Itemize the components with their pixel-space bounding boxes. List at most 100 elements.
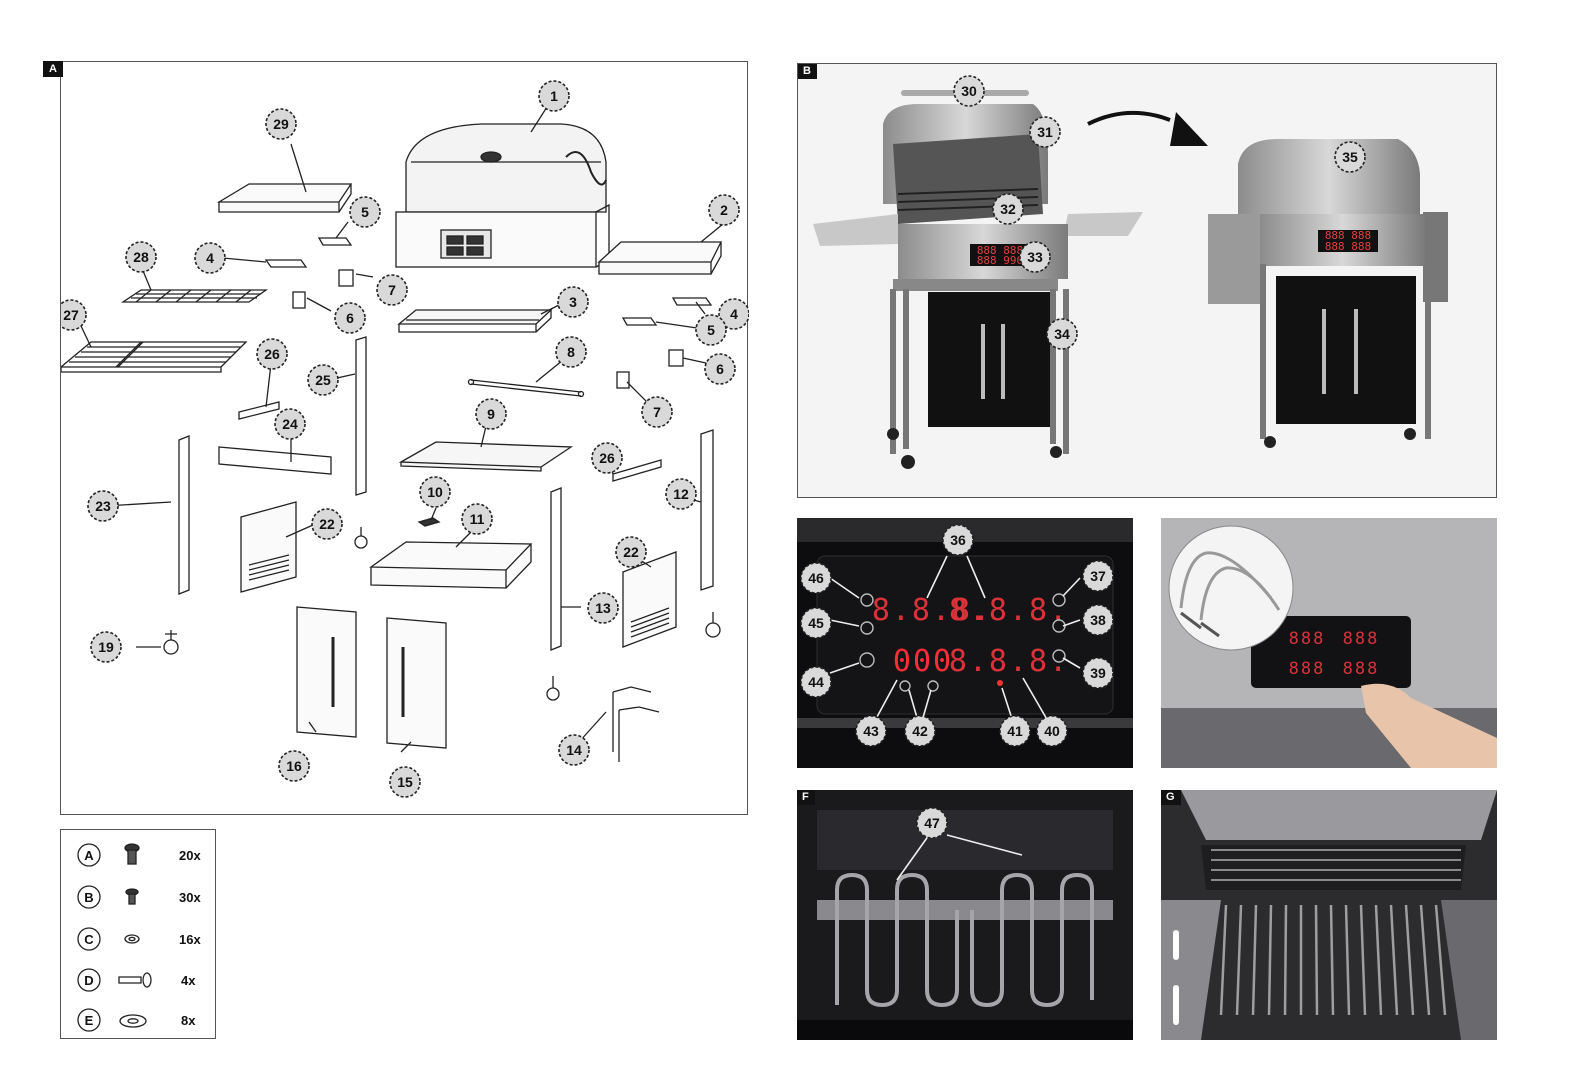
display-b-top: 888 888 <box>977 244 1023 257</box>
callout-25: 25 <box>315 372 331 388</box>
callout-15: 15 <box>397 774 413 790</box>
bolt-icon <box>118 972 152 988</box>
panel-c: C 8.8.8. 8.8.8. 000 8.8.8. 36 <box>797 518 1133 768</box>
part-drawer <box>369 541 533 589</box>
callout-19: 19 <box>98 639 114 655</box>
panel-b-tag: B <box>798 64 817 79</box>
callouts-a <box>61 80 749 798</box>
callout-29: 29 <box>273 116 289 132</box>
callout-42: 42 <box>912 723 928 739</box>
part-caster-c <box>546 676 560 701</box>
curved-arrow-icon <box>1087 110 1171 126</box>
callout-8: 8 <box>567 344 575 360</box>
panel-f: F 47 <box>797 790 1133 1040</box>
callout-27: 27 <box>63 307 79 323</box>
display-d-top-right: 888 <box>1343 629 1380 649</box>
part-clip-10 <box>417 517 441 527</box>
exploded-diagram: 1 2 3 4 4 5 5 6 6 7 7 8 9 10 11 12 13 14… <box>61 80 749 798</box>
hardware-legend: A B C D E 20x 30x 16x 4x 8x <box>60 829 216 1039</box>
grill-photo-closed: 888 888 888 888 <box>1208 139 1448 448</box>
callout-13: 13 <box>595 600 611 616</box>
part-post-25 <box>355 336 367 496</box>
part-side-shelf-left <box>216 183 353 213</box>
part-bottom-shelf <box>398 441 574 472</box>
legend-letter-a: A <box>84 848 94 863</box>
part-bracket-4b <box>671 297 713 306</box>
grill-photo-open: 888 888 888 990 <box>813 90 1143 469</box>
callout-33: 33 <box>1027 249 1043 265</box>
meat-probe-icon <box>1179 551 1281 621</box>
callout-26a: 26 <box>264 346 280 362</box>
heating-element-left <box>835 872 959 1008</box>
callout-43: 43 <box>863 723 879 739</box>
display-c-bottom-right: 8.8.8. <box>949 644 1069 679</box>
callout-46: 46 <box>808 570 824 586</box>
callout-1: 1 <box>550 88 558 104</box>
callout-47: 47 <box>924 815 940 831</box>
display-c-bottom-left: 000 <box>893 644 953 679</box>
panel-g: G <box>1161 790 1497 1040</box>
callout-5b: 5 <box>707 322 715 338</box>
part-door-16 <box>296 606 357 738</box>
panel-a: A <box>43 61 749 815</box>
callout-16: 16 <box>286 758 302 774</box>
legend-letter-d: D <box>84 973 93 988</box>
callout-26b: 26 <box>599 450 615 466</box>
display-d-top-left: 888 <box>1289 629 1326 649</box>
display-d-bottom-right: 888 <box>1343 659 1380 679</box>
part-plate-7a <box>338 269 354 287</box>
callout-39: 39 <box>1090 665 1106 681</box>
callout-45: 45 <box>808 615 824 631</box>
legend-letter-c: C <box>84 932 94 947</box>
callout-11: 11 <box>470 511 485 527</box>
callout-41: 41 <box>1007 723 1023 739</box>
callout-35: 35 <box>1342 149 1358 165</box>
callout-36: 36 <box>950 532 966 548</box>
part-caster-19 <box>163 630 179 655</box>
part-cross-bar <box>470 379 582 397</box>
part-plate-6a <box>292 291 306 309</box>
part-leg-12 <box>700 429 714 591</box>
panel-b: B 888 888 888 990 <box>797 63 1497 498</box>
part-bracket-5b <box>621 317 658 326</box>
part-plate-6b <box>668 349 684 367</box>
callout-24: 24 <box>282 416 298 432</box>
display-c-top-right: 8.8.8. <box>949 593 1069 628</box>
callout-7a: 7 <box>388 282 396 298</box>
panel-f-tag: F <box>797 790 815 805</box>
part-rail-26b <box>612 459 662 482</box>
part-door-15 <box>386 617 447 749</box>
cooking-grate-photo <box>1219 904 1447 1016</box>
callout-30: 30 <box>961 83 977 99</box>
part-caster-a <box>354 527 368 549</box>
callout-23: 23 <box>95 498 111 514</box>
screw-large-icon <box>124 843 140 865</box>
display-d-bottom-left: 888 <box>1289 659 1326 679</box>
callout-22a: 22 <box>319 516 335 532</box>
callout-4a: 4 <box>206 250 214 266</box>
callout-28: 28 <box>133 249 149 265</box>
mode-button-icon <box>859 652 875 668</box>
callout-6a: 6 <box>346 310 354 326</box>
part-leg-13 <box>550 487 562 651</box>
callout-32: 32 <box>1000 201 1016 217</box>
legend-qty-b: 30x <box>179 890 201 905</box>
callout-40: 40 <box>1044 723 1060 739</box>
screw-small-icon <box>125 888 139 905</box>
part-plate-7b <box>616 371 630 389</box>
part-side-panel-22a <box>240 501 297 593</box>
part-hood <box>395 123 610 268</box>
callout-6b: 6 <box>716 361 724 377</box>
display-b-bottom: 888 990 <box>977 254 1023 267</box>
legend-letter-b: B <box>84 890 93 905</box>
hand <box>1361 683 1497 768</box>
part-cooking-grate <box>61 341 248 373</box>
cone-icon <box>1170 112 1208 146</box>
part-probes-14 <box>612 686 660 762</box>
power-icon-left <box>860 621 874 635</box>
part-rail-26a <box>238 401 280 420</box>
legend-qty-d: 4x <box>181 973 196 988</box>
display-b2-top: 888 888 <box>1325 229 1371 242</box>
display-b2-bottom: 888 888 <box>1325 240 1371 253</box>
callout-7b: 7 <box>653 404 661 420</box>
